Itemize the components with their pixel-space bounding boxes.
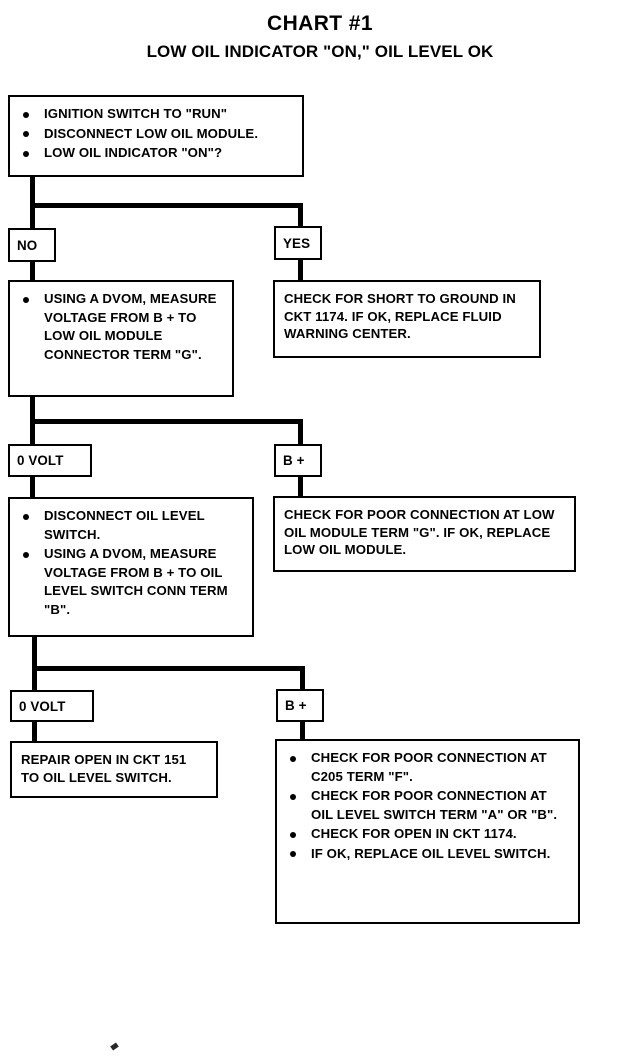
node-repair-open-ckt151[interactable]: REPAIR OPEN IN CKT 151 TO OIL LEVEL SWIT…	[10, 741, 218, 798]
node-body-text: CHECK FOR SHORT TO GROUND IN CKT 1174. I…	[284, 291, 516, 341]
list-item: CHECK FOR POOR CONNECTION AT C205 TERM "…	[285, 749, 572, 786]
connector-no-to-dvom1	[30, 261, 35, 282]
list-item: USING A DVOM, MEASURE VOLTAGE FROM B + T…	[18, 290, 226, 364]
connector-volt0-2-to-repair	[32, 720, 37, 742]
page-subtitle: LOW OIL INDICATOR "ON," OIL LEVEL OK	[146, 42, 494, 61]
list-item: DISCONNECT LOW OIL MODULE.	[18, 125, 296, 144]
connector-to-bplus-2	[300, 666, 305, 691]
node-bplus-1[interactable]: B +	[274, 444, 322, 477]
connector-to-no-1	[30, 203, 35, 230]
connector-to-bplus-1	[298, 419, 303, 446]
connector-start-down	[30, 175, 35, 208]
node-body-text: REPAIR OPEN IN CKT 151 TO OIL LEVEL SWIT…	[21, 752, 187, 785]
list-item: IGNITION SWITCH TO "RUN"	[18, 105, 296, 124]
node-branch-yes-1[interactable]: YES	[274, 226, 322, 260]
node-branch-no-1[interactable]: NO	[8, 228, 56, 262]
page-title: CHART #1	[267, 12, 373, 35]
node-volt-0-1[interactable]: 0 VOLT	[8, 444, 92, 477]
list-item: DISCONNECT OIL LEVEL SWITCH.	[18, 507, 246, 544]
list-item: CHECK FOR POOR CONNECTION AT OIL LEVEL S…	[285, 787, 572, 824]
node-bplus-2[interactable]: B +	[276, 689, 324, 722]
node-body-text: CHECK FOR POOR CONNECTION AT LOW OIL MOD…	[284, 507, 555, 557]
branch-label: YES	[283, 235, 311, 251]
connector-volt0-1-to-dvom2	[30, 476, 35, 498]
branch-label: 0 VOLT	[17, 453, 64, 468]
connector-bplus2-to-final	[300, 721, 305, 741]
connector-split-bar-3	[32, 666, 305, 671]
node-check-short-to-ground[interactable]: CHECK FOR SHORT TO GROUND IN CKT 1174. I…	[273, 280, 541, 358]
scan-artifact-mark	[110, 1042, 119, 1051]
list-item: USING A DVOM, MEASURE VOLTAGE FROM B + T…	[18, 545, 246, 619]
branch-label: B +	[283, 453, 305, 468]
connector-bplus1-to-poorconn	[298, 476, 303, 497]
list-item: LOW OIL INDICATOR "ON"?	[18, 144, 296, 163]
connector-split-bar-1	[30, 203, 303, 208]
branch-label: 0 VOLT	[19, 698, 66, 714]
node-check-poor-connection-module[interactable]: CHECK FOR POOR CONNECTION AT LOW OIL MOD…	[273, 496, 576, 572]
node-volt-0-2[interactable]: 0 VOLT	[10, 690, 94, 722]
node-dvom-measure-2[interactable]: DISCONNECT OIL LEVEL SWITCH. USING A DVO…	[8, 497, 254, 637]
branch-label: B +	[285, 698, 307, 713]
list-item: IF OK, REPLACE OIL LEVEL SWITCH.	[285, 845, 572, 864]
connector-split-bar-2	[30, 419, 303, 424]
node-dvom-measure-1[interactable]: USING A DVOM, MEASURE VOLTAGE FROM B + T…	[8, 280, 234, 397]
connector-dvom2-down	[32, 636, 37, 693]
connector-yes-to-shortground	[298, 259, 303, 281]
list-item: CHECK FOR OPEN IN CKT 1174.	[285, 825, 572, 844]
node-final-checks[interactable]: CHECK FOR POOR CONNECTION AT C205 TERM "…	[275, 739, 580, 924]
connector-to-yes-1	[298, 203, 303, 228]
node-start-conditions[interactable]: IGNITION SWITCH TO "RUN" DISCONNECT LOW …	[8, 95, 304, 177]
branch-label: NO	[17, 237, 38, 253]
